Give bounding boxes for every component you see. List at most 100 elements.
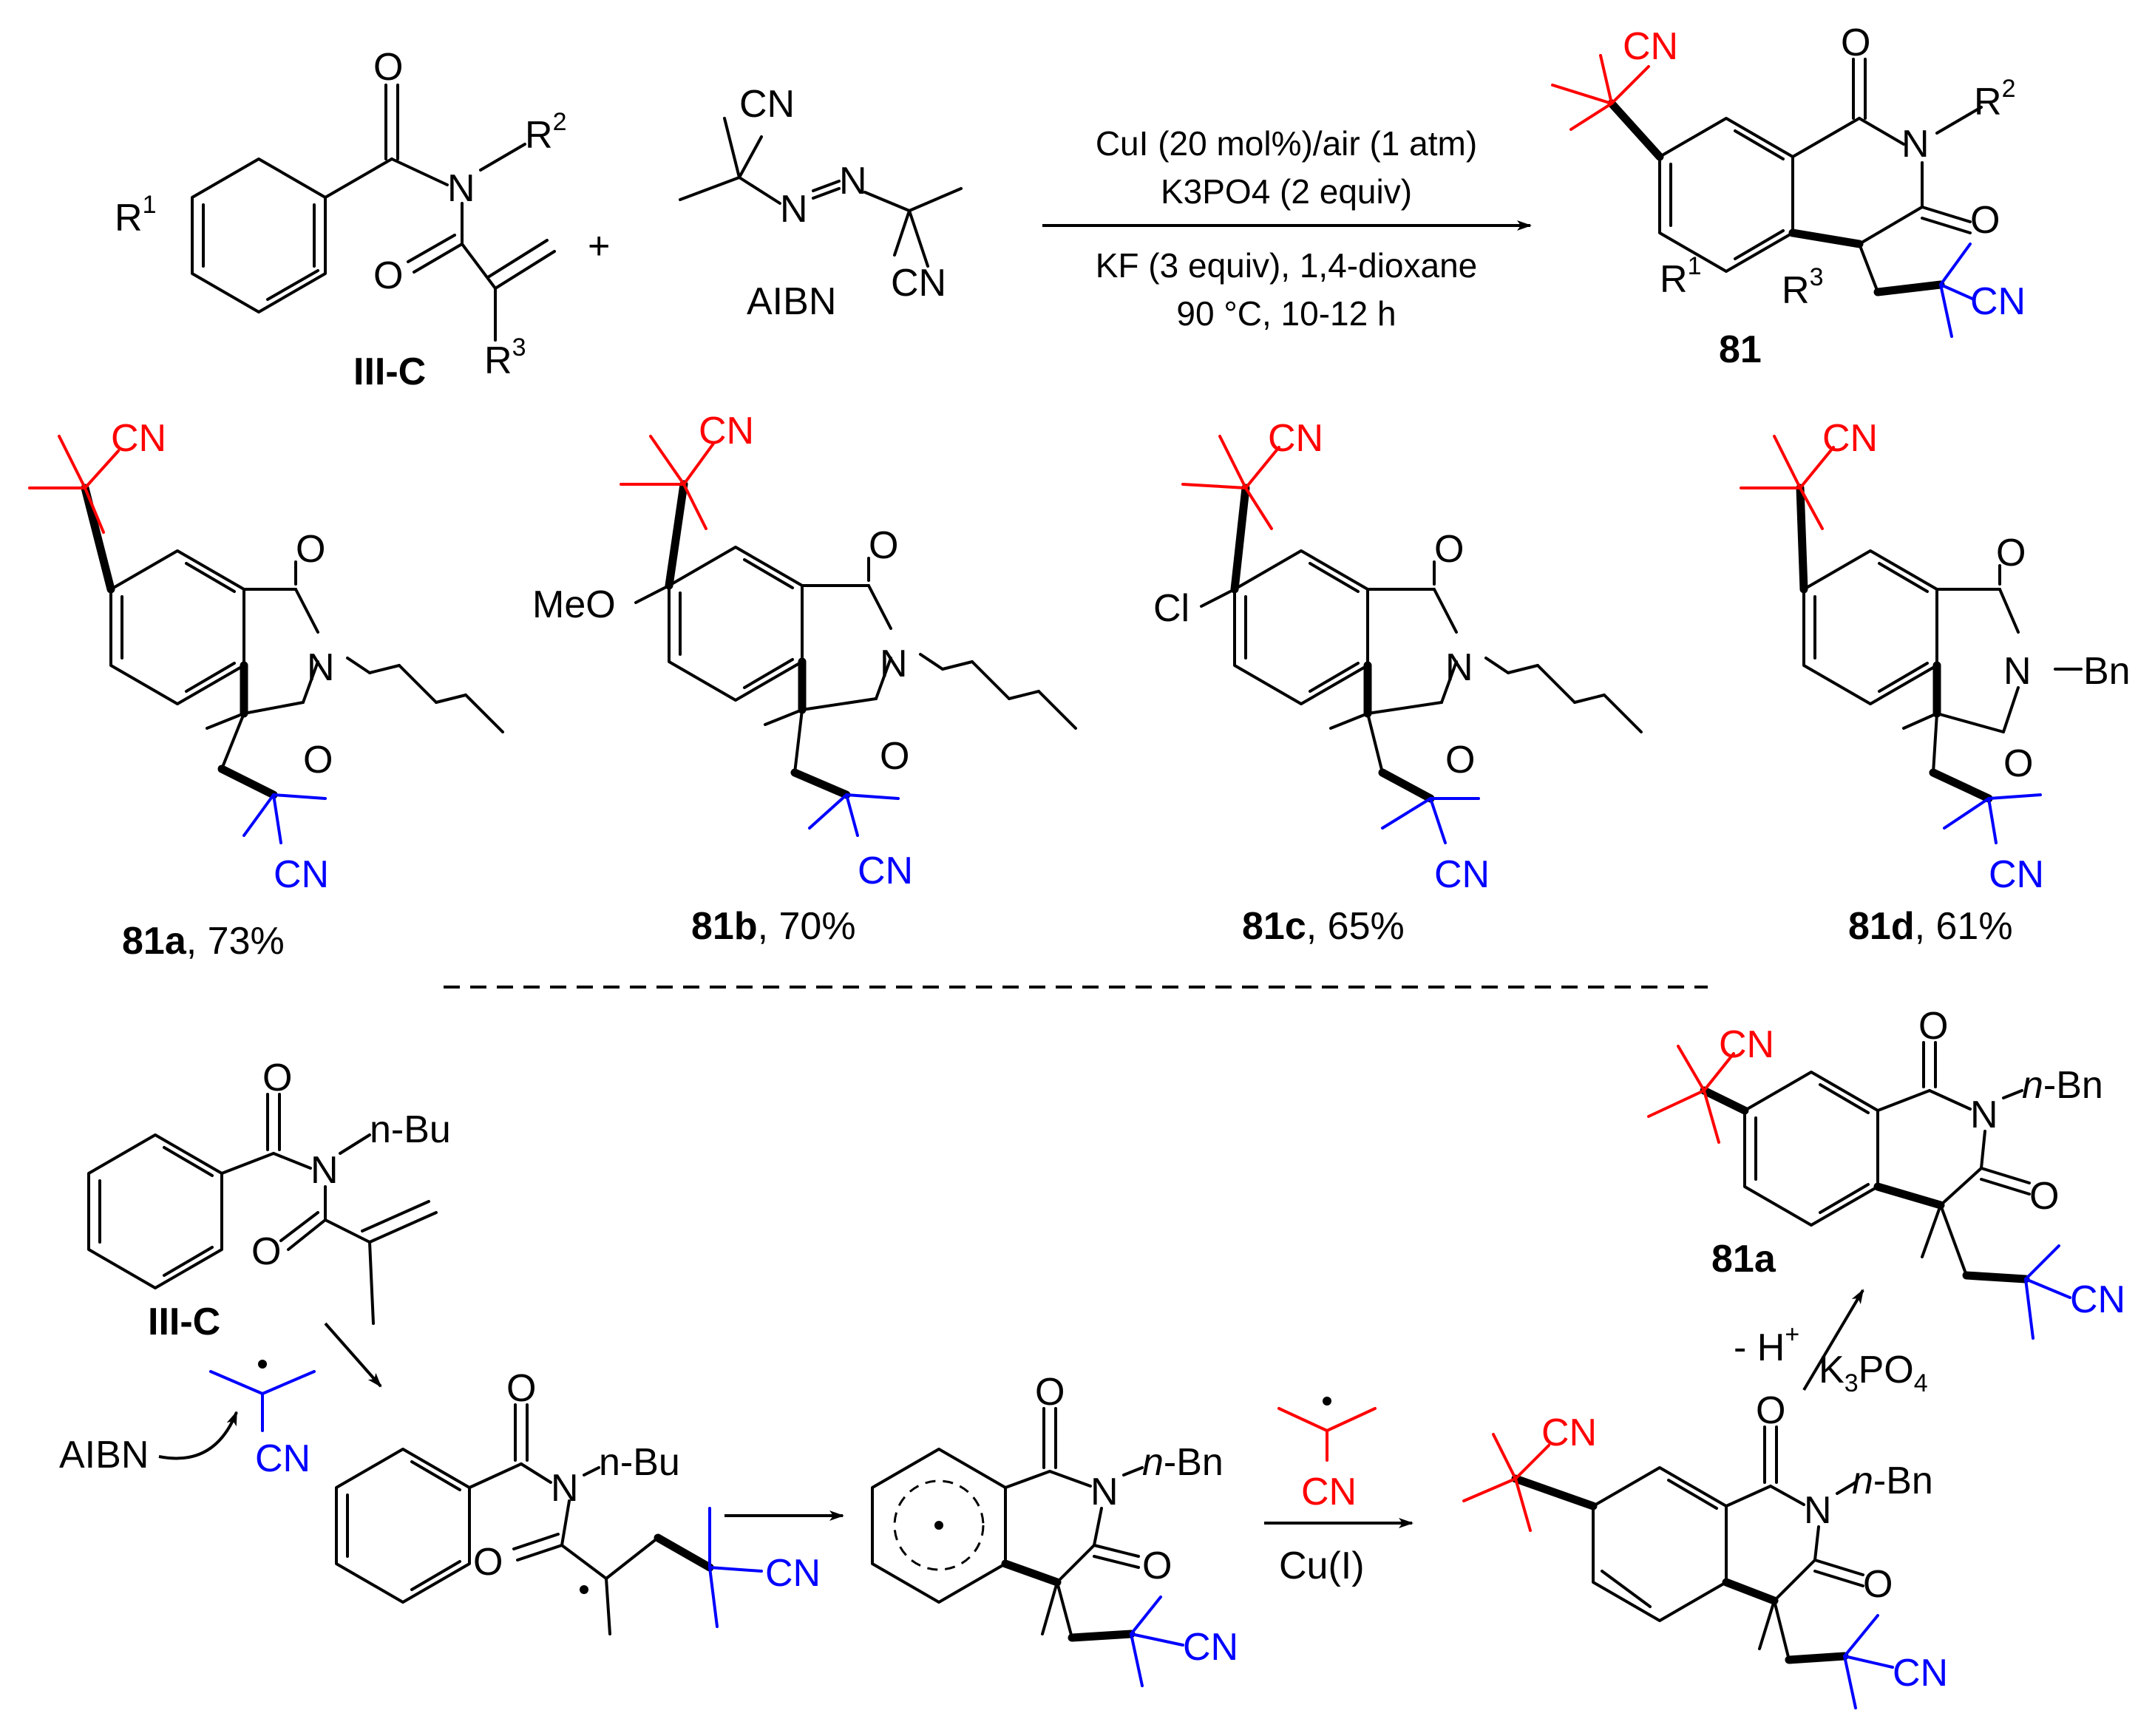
atom-O: O (1863, 1563, 1893, 1606)
condition-temperature-time: 90 °C, 10-12 h (1176, 294, 1396, 333)
cyano-group: CN (1822, 417, 1878, 460)
cyano-group: CN (858, 850, 913, 892)
compound-label-81c: 81c, 65% (1242, 905, 1405, 948)
copper-catalyst: Cu(I) (1279, 1545, 1365, 1587)
product-81: CN O N R2 O R1 R3 CN 81 (1551, 21, 2026, 371)
example-81b: CN MeO O N O CN 81b, 70% (532, 410, 1077, 948)
atom-O: O (251, 1230, 281, 1273)
cyano-group: CN (1268, 417, 1323, 460)
butyl-group: n-Bu (370, 1108, 451, 1151)
compound-label-81a: 81a, 73% (122, 920, 285, 963)
cyano-group: CN (699, 410, 754, 452)
atom-O: O (296, 528, 325, 571)
plus-sign: + (588, 225, 610, 268)
atom-O: O (373, 46, 403, 89)
starting-material-III-C: O N R2 O R1 R3 III-C (115, 46, 566, 393)
benzyl-group: n-Bn (1852, 1459, 1933, 1502)
atom-N: N (447, 167, 475, 210)
cyano-group: CN (1541, 1411, 1597, 1454)
condition-additive-solvent: KF (3 equiv), 1,4-dioxane (1096, 246, 1478, 285)
example-81a: CN O N O CN 81a, 73% (28, 417, 504, 963)
atom-N: N (1090, 1471, 1119, 1513)
cyano-group: CN (1623, 25, 1678, 68)
reaction-arrow: CuI (20 mol%)/air (1 atm) K3PO4 (2 equiv… (1042, 124, 1532, 333)
atom-O: O (880, 735, 909, 778)
atom-N: N (1804, 1489, 1832, 1532)
deprotonation-step: - H+ K3PO4 (1734, 1289, 1928, 1397)
compound-label-AIBN: AIBN (747, 280, 836, 323)
mechanism-starting-material: O N n-Bu O III-C (87, 1057, 451, 1343)
substituent-R3: R3 (484, 333, 526, 382)
atom-O: O (262, 1057, 292, 1099)
atom-O: O (1434, 528, 1464, 571)
atom-N: N (880, 642, 908, 685)
atom-N: N (1445, 646, 1473, 689)
compound-label-81b: 81b, 70% (691, 905, 856, 948)
compound-label-81a-mech: 81a (1711, 1238, 1776, 1281)
atom-O: O (506, 1367, 536, 1410)
atom-O: O (1756, 1389, 1785, 1432)
atom-O: O (473, 1541, 503, 1584)
cyanoisopropyl-radical: AIBN CN (59, 1360, 316, 1480)
compound-label-81: 81 (1719, 328, 1762, 371)
cyano-group: CN (1434, 853, 1490, 896)
atom-O: O (869, 524, 898, 567)
cyano-group: CN (1989, 853, 2044, 896)
atom-N: N (1970, 1094, 1998, 1136)
compound-label-III-C: III-C (353, 350, 426, 393)
atom-O: O (2029, 1175, 2059, 1218)
compound-label-81d: 81d, 61% (1848, 905, 2013, 948)
substituent-R2: R2 (525, 108, 566, 157)
atom-O: O (1841, 21, 1870, 64)
substituent-R1: R1 (1660, 252, 1701, 301)
example-81d: CN O N Bn O CN 81d, 61% (1740, 417, 2131, 948)
cyano-group: CN (1719, 1023, 1774, 1066)
alkyl-radical-intermediate: O N n-Bu O CN (335, 1367, 821, 1635)
atom-O: O (2003, 742, 2033, 785)
atom-N: N (307, 646, 335, 689)
benzyl-group: n-Bn (2022, 1064, 2103, 1107)
atom-N: N (1901, 123, 1930, 166)
cyano-group: CN (765, 1552, 821, 1595)
condition-catalyst: CuI (20 mol%)/air (1 atm) (1096, 124, 1477, 163)
cyano-group: CN (2070, 1278, 2125, 1321)
atom-O: O (1918, 1005, 1948, 1048)
substituent-R1: R1 (115, 191, 156, 240)
chloro-group: Cl (1153, 587, 1190, 630)
atom-O: O (1035, 1371, 1065, 1414)
atom-O: O (1142, 1545, 1172, 1587)
atom-N: N (780, 188, 808, 231)
substituent-R3: R3 (1782, 263, 1823, 312)
base-label: K3PO4 (1819, 1349, 1928, 1397)
cyano-group: CN (274, 853, 329, 896)
cyano-group: CN (1183, 1626, 1238, 1669)
mechanism-product-81a: CN O N n-Bn O CN 81a (1647, 1005, 2125, 1340)
cyano-group: CN (1301, 1471, 1357, 1513)
atom-O: O (303, 739, 333, 781)
atom-O: O (1970, 199, 2000, 242)
atom-N: N (839, 160, 867, 203)
atom-N: N (2003, 650, 2032, 693)
cyclized-radical-intermediate: O N n-Bn O CN (871, 1371, 1238, 1687)
cyano-group: CN (255, 1437, 310, 1480)
deprotonation-label: - H+ (1734, 1320, 1799, 1369)
benzyl-group: Bn (2083, 650, 2131, 693)
cyano-group: CN (739, 83, 795, 126)
atom-O: O (1996, 532, 2026, 574)
aibn-label: AIBN (59, 1434, 149, 1476)
benzyl-group: n-Bn (1142, 1441, 1224, 1484)
cyano-group: CN (111, 417, 166, 460)
atom-N: N (551, 1467, 579, 1510)
atom-O: O (1445, 739, 1475, 781)
mechanism-arrow-3: CN Cu(I) (1264, 1397, 1414, 1587)
butyl-group: n-Bu (599, 1441, 680, 1484)
cyano-group: CN (1970, 280, 2026, 323)
cyclohexadiene-intermediate: CN O N n-Bn O CN (1462, 1389, 1948, 1709)
reagent-AIBN: CN N N CN AIBN (679, 83, 963, 323)
example-81c: CN Cl O N O CN 81c, 65% (1153, 417, 1643, 948)
mechanism-arrow-1 (324, 1322, 382, 1388)
condition-base: K3PO4 (2 equiv) (1161, 172, 1412, 211)
substituent-R2: R2 (1974, 75, 2015, 123)
methoxy-group: MeO (532, 583, 616, 626)
